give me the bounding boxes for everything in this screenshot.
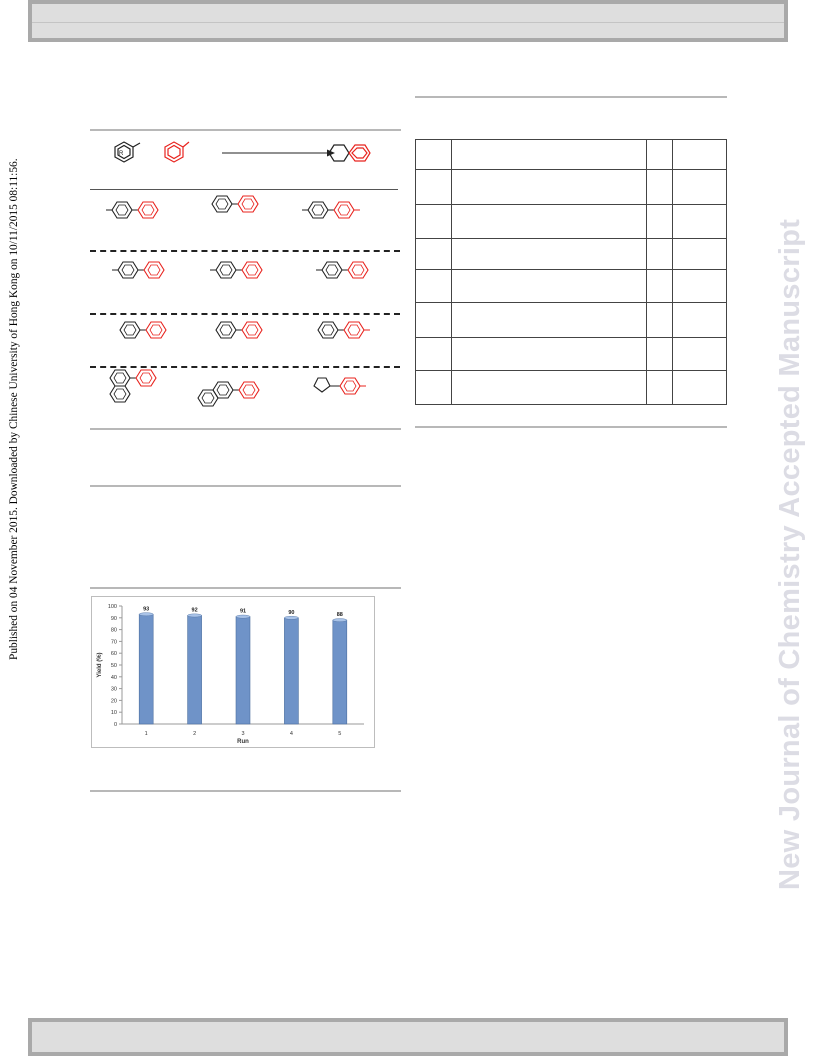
aryl-halide-molecule: R: [114, 141, 141, 163]
x-tick-label: 4: [290, 731, 293, 737]
y-tick-label: 20: [111, 698, 117, 704]
scheme-top-rule: [90, 129, 401, 131]
x-tick-label: 2: [193, 731, 196, 737]
scheme-divider-1: [90, 250, 400, 252]
product-row3-b: [215, 321, 263, 339]
table-row: [415, 269, 727, 303]
table-row: [415, 169, 727, 205]
published-note: Published on 04 November 2015. Downloade…: [8, 158, 20, 660]
y-tick-label: 100: [108, 604, 117, 610]
bar: [138, 613, 154, 725]
product-dimethylbiphenyl: [302, 201, 360, 219]
scheme-bottom-rule: [90, 428, 401, 430]
product-4-methylbiphenyl: [106, 201, 159, 219]
y-tick-label: 90: [111, 616, 117, 622]
product-row3-a: [119, 321, 167, 339]
bar: [284, 617, 299, 725]
figure-bottom-rule: [90, 790, 401, 792]
y-tick-label: 80: [111, 628, 117, 634]
bar: [332, 619, 348, 725]
bar-top: [187, 613, 202, 618]
scheme-header-rule: [90, 189, 398, 190]
table-row: [415, 204, 727, 239]
bar-top: [332, 618, 348, 622]
y-tick-label: 30: [111, 687, 117, 693]
data-label: 88: [337, 612, 343, 618]
reaction-equation: R: [114, 141, 371, 163]
scheme-products: [106, 195, 370, 407]
product-row2-b: [210, 261, 263, 279]
journal-watermark: New Journal of Chemistry Accepted Manusc…: [774, 218, 806, 890]
product-row2-c: [316, 261, 369, 279]
biaryl-product-molecule: [328, 144, 371, 162]
table-row: [415, 370, 727, 405]
y-tick-label: 40: [111, 675, 117, 681]
bar: [235, 616, 251, 725]
product-2-phenylnaphthalene: [197, 381, 260, 407]
reaction-arrow: [222, 149, 335, 157]
header-band-line: [32, 22, 784, 23]
data-label: 92: [192, 607, 198, 613]
x-axis-title: Run: [237, 739, 249, 745]
x-tick-label: 3: [241, 731, 244, 737]
bar-top: [284, 615, 299, 620]
figure-top-rule: [90, 587, 401, 589]
product-1-phenylnaphthalene: [109, 369, 157, 403]
x-tick-label: 5: [338, 731, 341, 737]
product-row3-c: [317, 321, 370, 339]
y-tick-label: 60: [111, 651, 117, 657]
data-label: 93: [143, 606, 149, 612]
table-row: [415, 139, 727, 170]
bar: [187, 615, 202, 725]
table-row: [415, 302, 727, 338]
product-biphenyl: [211, 195, 259, 213]
bar-top: [235, 614, 251, 619]
data-label: 90: [288, 610, 294, 616]
chart-svg: 0 10 20 30 40 50 60 70 80 90 100 93 1 92 2 91 3 90 4 88 5Run…: [97, 604, 364, 745]
y-tick-label: 50: [111, 663, 117, 669]
section-rule: [90, 485, 401, 487]
table-bottom-rule: [415, 426, 727, 428]
page-header-band: [28, 0, 788, 42]
results-table: [415, 139, 727, 405]
scheme-divider-2: [90, 313, 400, 315]
y-axis-title: Yield (%): [97, 652, 103, 677]
scheme-divider-3: [90, 366, 400, 368]
table-row: [415, 337, 727, 371]
data-label: 91: [240, 609, 246, 615]
product-thienyl: [313, 377, 366, 395]
table-top-rule: [415, 96, 727, 98]
y-tick-label: 70: [111, 639, 117, 645]
x-tick-label: 1: [145, 731, 148, 737]
y-tick-label: 0: [114, 722, 117, 728]
svg-text:R: R: [119, 151, 124, 157]
boronic-acid-molecule: [164, 141, 190, 163]
table-row: [415, 238, 727, 270]
product-row2-a: [112, 261, 165, 279]
y-tick-label: 10: [111, 710, 117, 716]
bar-top: [139, 612, 154, 617]
page-footer-band: [28, 1018, 788, 1056]
